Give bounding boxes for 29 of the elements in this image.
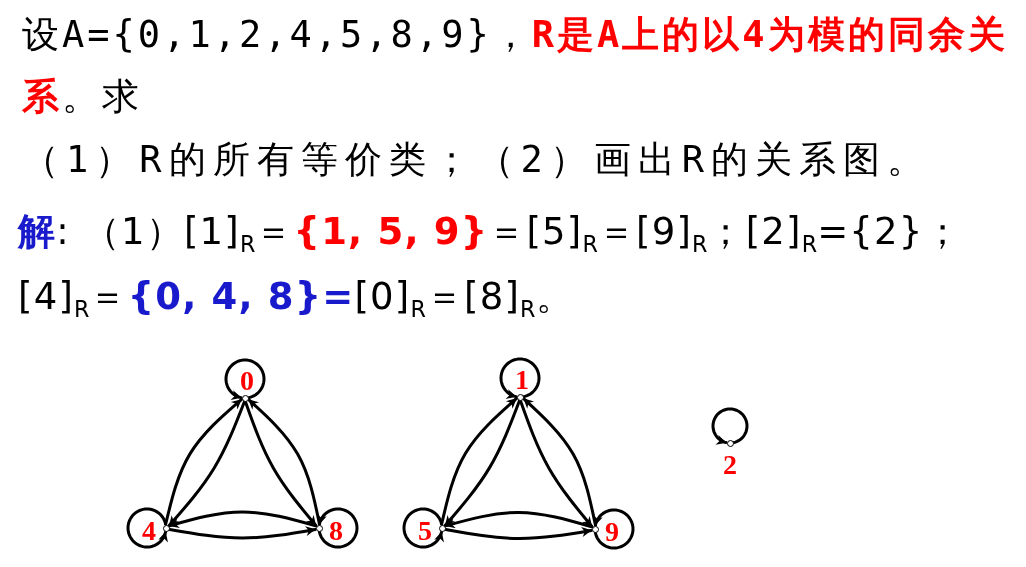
self-loop-arrow <box>593 508 635 550</box>
solution-text: 解: （1）[1]$_{R}$＝{1, 5, 9}＝[5]$_{R}$＝[9]$_{R}$；[2]$_{R}$={2}； <box>18 209 962 259</box>
self-loop-arrow <box>317 507 359 549</box>
vertex-dot <box>516 393 524 401</box>
vertex-dot <box>162 524 170 532</box>
self-loop-arrow <box>402 507 444 549</box>
problem-question: （1）R的所有等价类；（2）画出R的关系图。 <box>22 137 932 183</box>
vertex-label: 0 <box>240 367 254 395</box>
arrow <box>168 526 317 540</box>
self-loop-arrow <box>126 507 168 549</box>
self-loop-arrow <box>711 407 749 445</box>
self-loop-arrow <box>499 357 541 399</box>
vertex-dot <box>315 524 323 532</box>
vertex-dot <box>241 394 249 402</box>
vertex-label: 4 <box>142 517 156 545</box>
arrow <box>444 527 593 540</box>
vertex-dot <box>726 439 734 447</box>
vertex-label: 5 <box>418 517 432 545</box>
self-loop-arrow <box>224 358 266 400</box>
vertex-label: 2 <box>723 451 737 479</box>
arrow <box>167 510 318 529</box>
arrow <box>443 511 594 529</box>
vertex-label: 9 <box>605 518 619 546</box>
solution-text: [4]$_{R}$＝{0, 4, 8}=[0]$_{R}$＝[8]$_{R}$。 <box>18 274 574 324</box>
vertex-dot <box>438 524 446 532</box>
vertex-dot <box>591 525 599 533</box>
vertex-label: 8 <box>329 517 343 545</box>
vertex-label: 1 <box>515 366 529 394</box>
problem-statement: 设A={0,1,2,4,5,8,9}，R是A上的以4为模的同余关系。求 <box>22 12 1009 120</box>
